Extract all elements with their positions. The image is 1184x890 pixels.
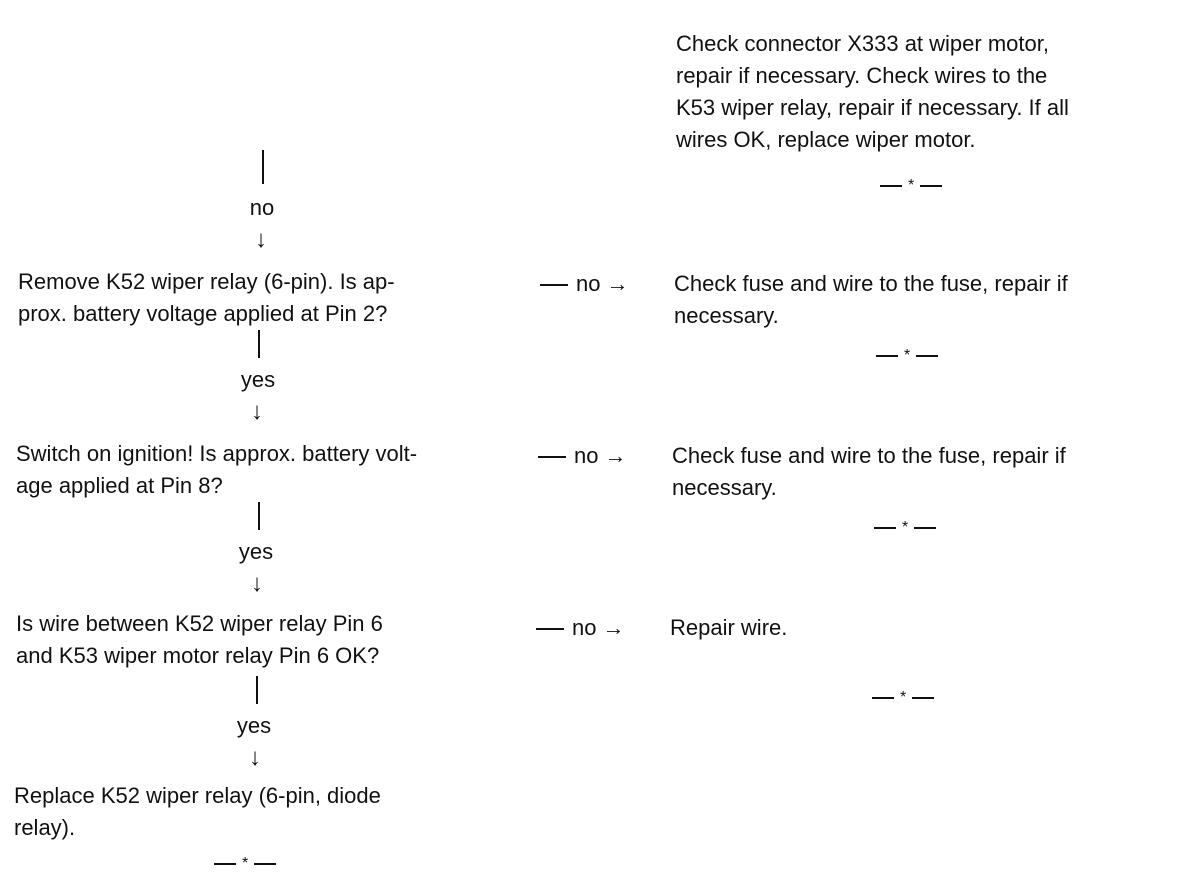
- end-separator-top: *: [880, 176, 943, 196]
- question-line: Is wire between K52 wiper relay Pin 6: [16, 611, 383, 636]
- end-separator-final: *: [214, 854, 277, 874]
- step-2-question: Switch on ignition! Is approx. battery v…: [16, 438, 417, 502]
- step-1-no-branch: no→: [540, 268, 628, 300]
- right-arrow-icon: →: [602, 615, 625, 640]
- separator-dash: [874, 526, 896, 529]
- step-2-result: Check fuse and wire to the fuse, repair …: [672, 440, 1066, 504]
- result-line: Check fuse and wire to the fuse, repair …: [674, 271, 1068, 296]
- separator-star: *: [242, 854, 249, 872]
- separator-star: *: [904, 346, 911, 364]
- down-arrow-icon: ↓: [249, 744, 261, 771]
- question-line: and K53 wiper motor relay Pin 6 OK?: [16, 643, 380, 668]
- branch-label: no: [572, 615, 597, 640]
- question-line: Remove K52 wiper relay (6-pin). Is ap-: [18, 269, 395, 294]
- connector-label-yes: yes: [240, 367, 276, 392]
- branch-dash: [538, 456, 566, 459]
- top-result-line: wires OK, replace wiper motor.: [676, 127, 976, 152]
- separator-dash: [880, 184, 902, 187]
- step-2-no-branch: no→: [538, 440, 626, 472]
- separator-dash: [916, 354, 939, 357]
- connector-label-yes: yes: [236, 713, 272, 738]
- step-3-result: Repair wire.: [670, 612, 787, 644]
- end-separator-step-1: *: [876, 346, 939, 366]
- final-result-line: Replace K52 wiper relay (6-pin, diode: [14, 783, 381, 808]
- separator-star: *: [908, 176, 915, 194]
- final-result: Replace K52 wiper relay (6-pin, diode re…: [14, 780, 381, 844]
- connector-label-no: no: [249, 195, 275, 220]
- top-result-text: Check connector X333 at wiper motor, rep…: [676, 28, 1069, 156]
- end-separator-step-2: *: [874, 518, 937, 538]
- separator-dash: [914, 526, 937, 529]
- branch-label: no: [574, 443, 599, 468]
- down-arrow-icon: ↓: [255, 226, 267, 253]
- separator-dash: [912, 696, 935, 699]
- result-line: necessary.: [672, 475, 777, 500]
- final-result-line: relay).: [14, 815, 76, 840]
- question-line: Switch on ignition! Is approx. battery v…: [16, 441, 418, 466]
- down-arrow-icon: ↓: [251, 398, 263, 425]
- top-result-line: Check connector X333 at wiper motor,: [676, 31, 1049, 56]
- separator-dash: [920, 184, 943, 187]
- branch-dash: [540, 284, 568, 287]
- separator-dash: [876, 354, 898, 357]
- end-separator-step-3: *: [872, 688, 935, 708]
- separator-dash: [872, 696, 894, 699]
- result-line: Check fuse and wire to the fuse, repair …: [672, 443, 1066, 468]
- step-3-question: Is wire between K52 wiper relay Pin 6 an…: [16, 608, 383, 672]
- step-1-question: Remove K52 wiper relay (6-pin). Is ap- p…: [18, 266, 395, 330]
- separator-dash: [214, 862, 236, 865]
- result-line: necessary.: [674, 303, 779, 328]
- flow-connector-line: [262, 150, 264, 184]
- separator-star: *: [902, 518, 909, 536]
- separator-star: *: [900, 688, 907, 706]
- right-arrow-icon: →: [606, 271, 629, 296]
- flow-connector-line: [256, 676, 258, 704]
- branch-dash: [536, 628, 564, 631]
- question-line: prox. battery voltage applied at Pin 2?: [18, 301, 388, 326]
- step-3-no-branch: no→: [536, 612, 624, 644]
- connector-label-yes: yes: [238, 539, 274, 564]
- top-result-line: repair if necessary. Check wires to the: [676, 63, 1048, 88]
- flow-connector-line: [258, 330, 260, 358]
- result-line: Repair wire.: [670, 615, 788, 640]
- separator-dash: [254, 862, 277, 865]
- down-arrow-icon: ↓: [251, 570, 263, 597]
- step-1-result: Check fuse and wire to the fuse, repair …: [674, 268, 1068, 332]
- top-result-line: K53 wiper relay, repair if necessary. If…: [676, 95, 1069, 120]
- branch-label: no: [576, 271, 601, 296]
- question-line: age applied at Pin 8?: [16, 473, 223, 498]
- flow-connector-line: [258, 502, 260, 530]
- right-arrow-icon: →: [604, 443, 627, 468]
